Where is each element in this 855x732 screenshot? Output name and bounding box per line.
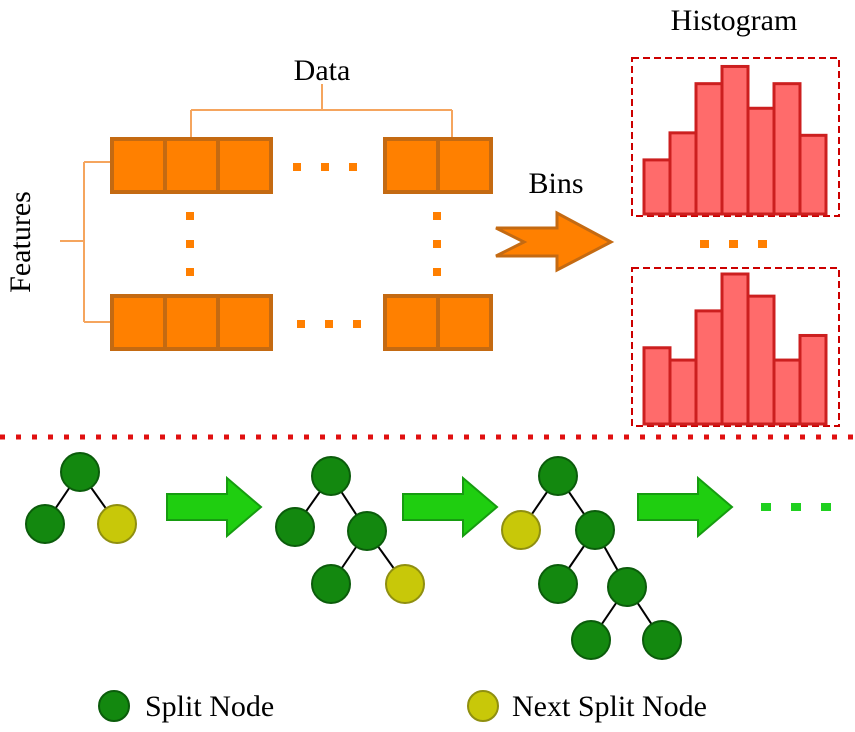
histogram-bar [694, 309, 724, 426]
data-row-top [110, 137, 493, 194]
tree-stage-2 [275, 456, 425, 604]
features-bracket [60, 161, 112, 323]
histogram-bar [642, 346, 672, 426]
split-node [538, 564, 578, 604]
next-split-node [385, 564, 425, 604]
right-arrow-icon [637, 475, 734, 539]
histogram-bar [694, 82, 724, 216]
histogram-bar [772, 82, 802, 216]
histogram-frame [631, 57, 840, 217]
data-cell [110, 294, 167, 351]
data-cell [163, 137, 220, 194]
histogram-frame [631, 267, 840, 427]
data-cell [216, 294, 273, 351]
next-split-node-legend-icon [467, 690, 499, 722]
histogram-bar [798, 133, 828, 216]
data-bracket [190, 84, 453, 139]
histogram-bar [746, 106, 776, 216]
data-label: Data [294, 54, 351, 87]
split-node [275, 507, 315, 547]
split-node [25, 504, 65, 544]
histogram-bar [642, 158, 672, 216]
tree-stage-3 [501, 456, 682, 660]
histogram-bar [720, 272, 750, 426]
split-node [538, 456, 578, 496]
data-cell [436, 137, 493, 194]
histogram-bar [746, 294, 776, 426]
legend: Split Node Next Split Node [98, 690, 707, 723]
histogram-top [642, 64, 828, 216]
features-label: Features [4, 191, 37, 293]
right-arrow-icon [166, 475, 263, 539]
histogram-bottom [642, 272, 828, 426]
split-node [575, 510, 615, 550]
data-cell [163, 294, 220, 351]
histogram-bar [668, 131, 698, 216]
data-row-bottom [110, 294, 493, 351]
tree-stage-1 [25, 452, 137, 544]
next-split-node [501, 510, 541, 550]
split-node [571, 620, 611, 660]
split-node [311, 456, 351, 496]
data-cell [216, 137, 273, 194]
ellipsis-dots [186, 163, 767, 328]
histogram-bar [720, 64, 750, 216]
split-node [311, 564, 351, 604]
split-node [607, 567, 647, 607]
right-arrow-icon [402, 475, 499, 539]
split-node-legend-icon [98, 690, 130, 722]
data-cell [110, 137, 167, 194]
histogram-bar [668, 358, 698, 426]
data-cell [383, 137, 440, 194]
green-ellipsis-dots [761, 503, 831, 511]
data-cell [383, 294, 440, 351]
data-cell [436, 294, 493, 351]
bins-arrow-icon [495, 210, 615, 273]
split-node-legend-label: Split Node [145, 690, 274, 723]
histogram-label: Histogram [671, 4, 798, 37]
split-node [60, 452, 100, 492]
split-node [642, 620, 682, 660]
next-split-node-legend-label: Next Split Node [512, 690, 707, 723]
histogram-bar [772, 358, 802, 426]
next-split-node [97, 504, 137, 544]
histogram-bar [798, 333, 828, 426]
bins-label: Bins [528, 167, 583, 200]
split-node [347, 511, 387, 551]
